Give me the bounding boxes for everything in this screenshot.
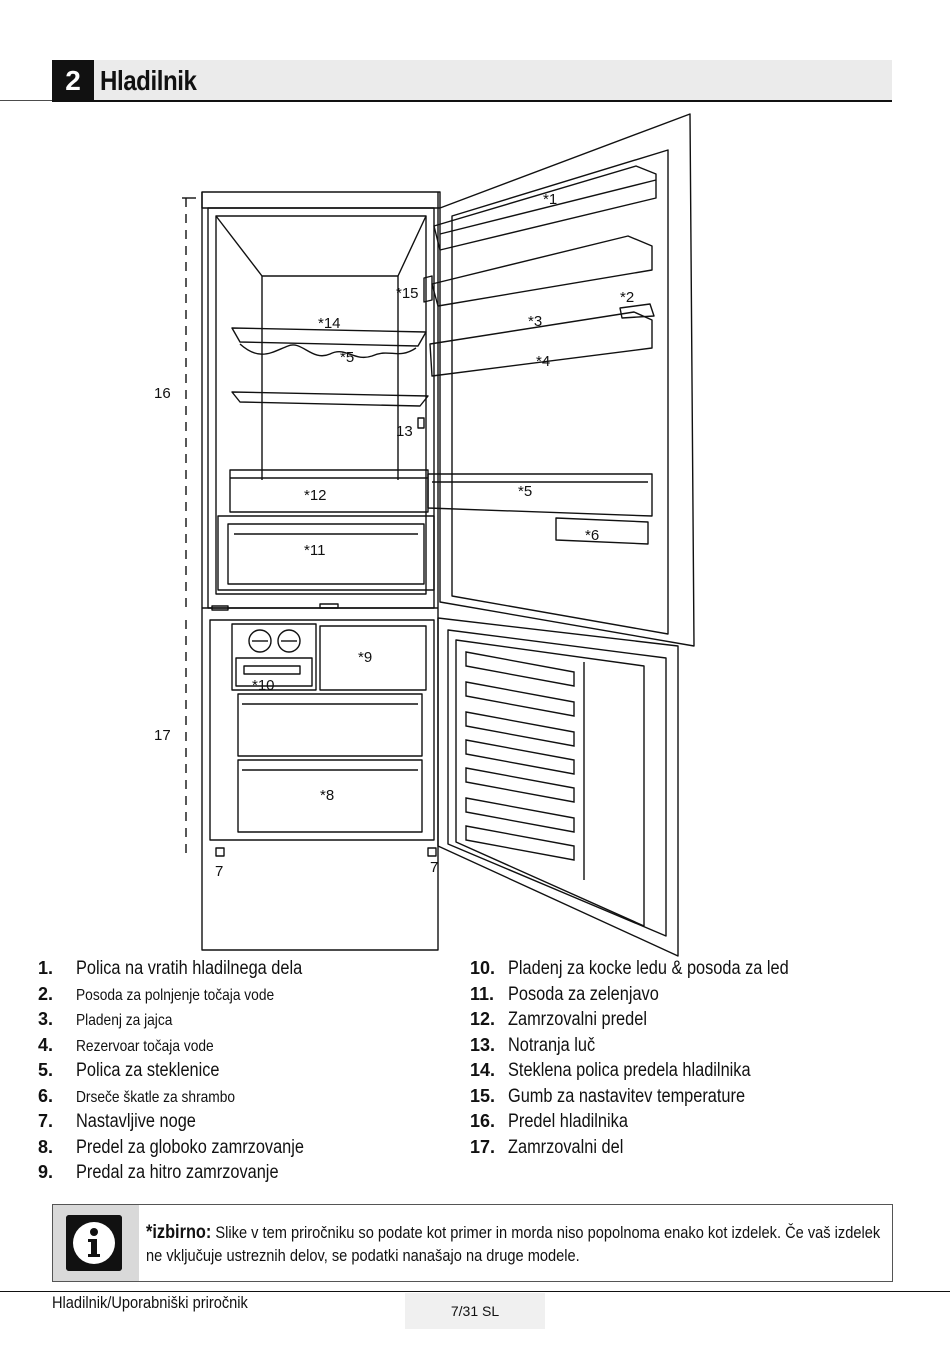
callout-17: 17 [154, 727, 171, 744]
info-icon [66, 1215, 122, 1271]
callout-14: *14 [318, 315, 341, 332]
callout-3: *3 [528, 313, 542, 330]
info-note-text: *izbirno: Slike v tem priročniku so poda… [146, 1221, 891, 1267]
fridge-diagram: *1 *2 *3 *4 *5 *6 *14 *15 *5 13 *12 *11 … [0, 99, 950, 960]
callout-5-shelf: *5 [340, 349, 354, 366]
fridge-illustration: *1 *2 *3 *4 *5 *6 *14 *15 *5 13 *12 *11 … [0, 99, 695, 957]
footer-page-number: 7/31 SL [405, 1293, 545, 1329]
part-item: 14.Steklena polica predela hladilnika [470, 1060, 751, 1081]
footer-document-title: Hladilnik/Uporabniški priročnik [52, 1293, 248, 1312]
part-item: 1.Polica na vratih hladilnega dela [38, 958, 303, 979]
callout-1: *1 [543, 191, 557, 208]
chapter-number: 2 [52, 60, 94, 102]
part-item: 4.Rezervoar točaja vode [38, 1034, 214, 1055]
part-item: 6.Drseče škatle za shrambo [38, 1085, 236, 1106]
callout-16: 16 [154, 385, 171, 402]
part-item: 7.Nastavljive noge [38, 1111, 196, 1132]
callout-2: *2 [620, 289, 634, 306]
callout-13: 13 [396, 423, 413, 440]
part-item: 10.Pladenj za kocke ledu & posoda za led [470, 958, 789, 979]
callout-5-door: *5 [518, 483, 532, 500]
info-note-lead: *izbirno: [146, 1222, 212, 1243]
callout-9: *9 [358, 649, 372, 666]
callout-15: *15 [396, 285, 419, 302]
part-item: 16.Predel hladilnika [470, 1111, 628, 1132]
part-item: 9.Predal za hitro zamrzovanje [38, 1162, 279, 1183]
parts-list-right: 10.Pladenj za kocke ledu & posoda za led… [470, 958, 834, 1162]
part-item: 17.Zamrzovalni del [470, 1136, 624, 1158]
callout-12: *12 [304, 487, 327, 504]
callout-6: *6 [585, 527, 599, 544]
part-item: 5.Polica za steklenice [38, 1060, 220, 1081]
callout-8: *8 [320, 787, 334, 804]
callout-10: *10 [252, 677, 275, 694]
part-item: 15.Gumb za nastavitev temperature [470, 1085, 746, 1107]
chapter-header-bar [52, 60, 892, 102]
parts-list-left: 1.Polica na vratih hladilnega dela 2.Pos… [38, 958, 341, 1188]
callout-11: *11 [304, 542, 325, 559]
part-item: 3.Pladenj za jajca [38, 1009, 173, 1029]
part-item: 13.Notranja luč [470, 1034, 596, 1056]
part-item: 2.Posoda za polnjenje točaja vode [38, 983, 275, 1004]
callout-4: *4 [536, 353, 550, 370]
callout-7-left: 7 [215, 863, 223, 880]
chapter-title: Hladilnik [100, 65, 197, 96]
part-item: 8.Predel za globoko zamrzovanje [38, 1136, 304, 1158]
info-note-body: Slike v tem priročniku so podate kot pri… [146, 1223, 881, 1265]
callout-7-right: 7 [430, 859, 438, 876]
footer-divider [0, 1291, 950, 1292]
part-item: 12.Zamrzovalni predel [470, 1009, 647, 1030]
info-note-box: *izbirno: Slike v tem priročniku so poda… [52, 1204, 893, 1282]
part-item: 11.Posoda za zelenjavo [470, 983, 659, 1005]
